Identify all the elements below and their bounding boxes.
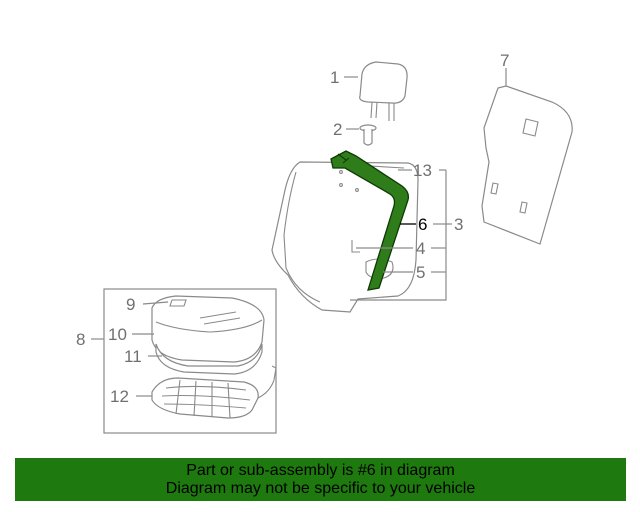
back-panel-part	[481, 85, 573, 245]
banner-line-1: Part or sub-assembly is #6 in diagram	[186, 461, 455, 479]
callout-1: 1	[330, 68, 339, 87]
callout-11: 11	[124, 347, 142, 366]
callout-4: 4	[416, 239, 425, 258]
callout-5: 5	[416, 263, 425, 282]
leader-9	[142, 301, 169, 305]
parts-diagram: 1 2 13 6 4 5 3 7	[76, 51, 573, 434]
headrest-guide-part	[359, 124, 377, 146]
callout-2: 2	[333, 120, 342, 139]
callout-12: 12	[110, 387, 129, 406]
callout-9: 9	[126, 295, 135, 314]
seat-cushion-part	[151, 295, 265, 375]
callout-7: 7	[500, 51, 509, 70]
bracket-3	[350, 170, 447, 301]
cushion-group-box	[103, 288, 277, 434]
callout-10: 10	[108, 325, 127, 344]
callout-8: 8	[76, 330, 85, 349]
highlighted-part-6	[330, 150, 410, 291]
cushion-frame-part	[151, 365, 277, 419]
info-banner: Part or sub-assembly is #6 in diagram Di…	[15, 458, 626, 501]
banner-line-2: Diagram may not be specific to your vehi…	[165, 479, 476, 497]
headrest-part	[359, 61, 408, 121]
callout-3: 3	[454, 215, 463, 234]
callout-6: 6	[418, 215, 427, 234]
callout-13: 13	[413, 161, 432, 180]
